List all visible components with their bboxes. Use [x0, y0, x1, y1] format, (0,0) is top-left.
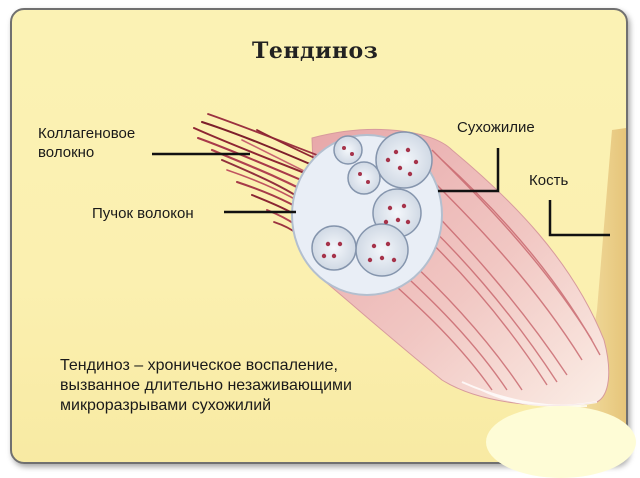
fiber-bundle-6 [334, 136, 362, 164]
tendon-cross-section [292, 132, 442, 295]
fiber-bundle-3 [348, 162, 380, 194]
caption: Тендиноз – хроническое воспаление, вызва… [60, 356, 420, 416]
corner-highlight [486, 406, 636, 478]
diagram-card: Тендиноз Коллагеновое волокно Пучок воло… [10, 8, 628, 464]
label-fiber-bundle: Пучок волокон [92, 204, 194, 223]
leader-bone [550, 200, 610, 235]
fiber-bundle-1 [376, 132, 432, 188]
caption-line1: Тендиноз – хроническое воспаление, [60, 356, 420, 376]
label-collagen-fiber-line1: Коллагеновое [38, 124, 135, 143]
caption-line3: микроразрывами сухожилий [60, 396, 420, 416]
fiber-bundle-5 [312, 226, 356, 270]
caption-line2: вызванное длительно незаживающими [60, 376, 420, 396]
label-collagen-fiber-line2: волокно [38, 143, 135, 162]
diagram-title: Тендиноз [252, 38, 378, 64]
label-tendon: Сухожилие [457, 118, 535, 137]
fiber-bundle-4 [356, 224, 408, 276]
label-bone: Кость [529, 171, 568, 190]
label-collagen-fiber: Коллагеновое волокно [38, 124, 135, 162]
